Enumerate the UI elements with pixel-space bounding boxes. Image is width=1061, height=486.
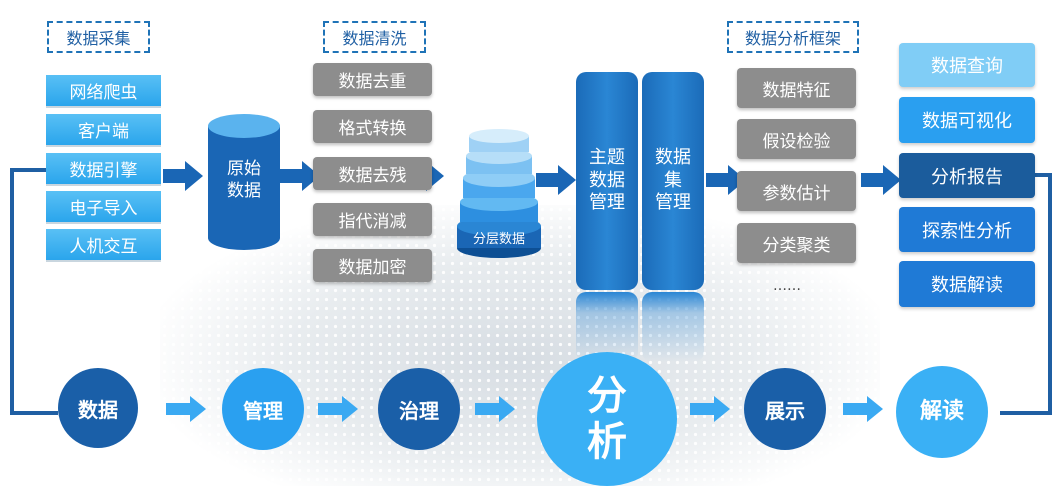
topic-data-management[interactable]: 主题 数据 管理 [576,72,638,290]
fw-hypothesis-test[interactable]: 假设检验 [737,119,856,159]
pipeline-govern[interactable]: 治理 [378,368,460,450]
source-data-engine[interactable]: 数据引擎 [46,153,161,184]
dataset-management[interactable]: 数据 集 管理 [642,72,704,290]
arrow-pipe-4 [690,396,730,422]
source-electronic-import[interactable]: 电子导入 [46,191,161,222]
source-human-interaction[interactable]: 人机交互 [46,229,161,260]
pipeline-analyze[interactable]: 分析 [537,352,677,486]
layered-data-label: 分层数据 [472,232,525,247]
pipeline-interpret[interactable]: 解读 [896,366,988,458]
arrow-pipe-5 [843,396,883,422]
fw-more-ellipsis: …… [773,278,801,294]
output-data-query[interactable]: 数据查询 [899,43,1035,87]
pipeline-manage[interactable]: 管理 [222,368,304,450]
clean-reference-reduction[interactable]: 指代消减 [313,203,432,236]
header-data-collection: 数据采集 [47,21,150,53]
output-analysis-report[interactable]: 分析报告 [899,153,1035,198]
arrow-pipe-2 [318,396,358,422]
raw-data-label: 原始 数据 [227,159,261,202]
output-data-interpretation[interactable]: 数据解读 [899,261,1035,307]
dataset-column-reflection [642,292,704,362]
clean-format-convert[interactable]: 格式转换 [313,110,432,143]
fw-parameter-estimation[interactable]: 参数估计 [737,171,856,211]
arrow-sources-to-raw [163,161,203,191]
layered-data-stack [457,129,541,258]
pipeline-display[interactable]: 展示 [744,368,826,450]
fw-classification-clustering[interactable]: 分类聚类 [737,223,856,263]
source-web-crawler[interactable]: 网络爬虫 [46,75,161,106]
topic-column-reflection [576,292,638,362]
clean-remove-incomplete[interactable]: 数据去残 [313,157,432,190]
source-client[interactable]: 客户端 [46,114,161,145]
arrow-framework-to-outputs [861,165,901,195]
clean-encryption[interactable]: 数据加密 [313,249,432,282]
header-data-cleaning: 数据清洗 [323,21,426,53]
arrow-pipe-3 [475,396,515,422]
output-exploratory-analysis[interactable]: 探索性分析 [899,207,1035,252]
output-data-visualization[interactable]: 数据可视化 [899,97,1035,143]
fw-data-features[interactable]: 数据特征 [737,68,856,108]
arrow-pipe-1 [166,396,206,422]
pipeline-data[interactable]: 数据 [58,368,138,448]
header-analysis-framework: 数据分析框架 [727,21,859,53]
clean-dedup[interactable]: 数据去重 [313,63,432,96]
raw-data-cylinder [208,114,280,250]
